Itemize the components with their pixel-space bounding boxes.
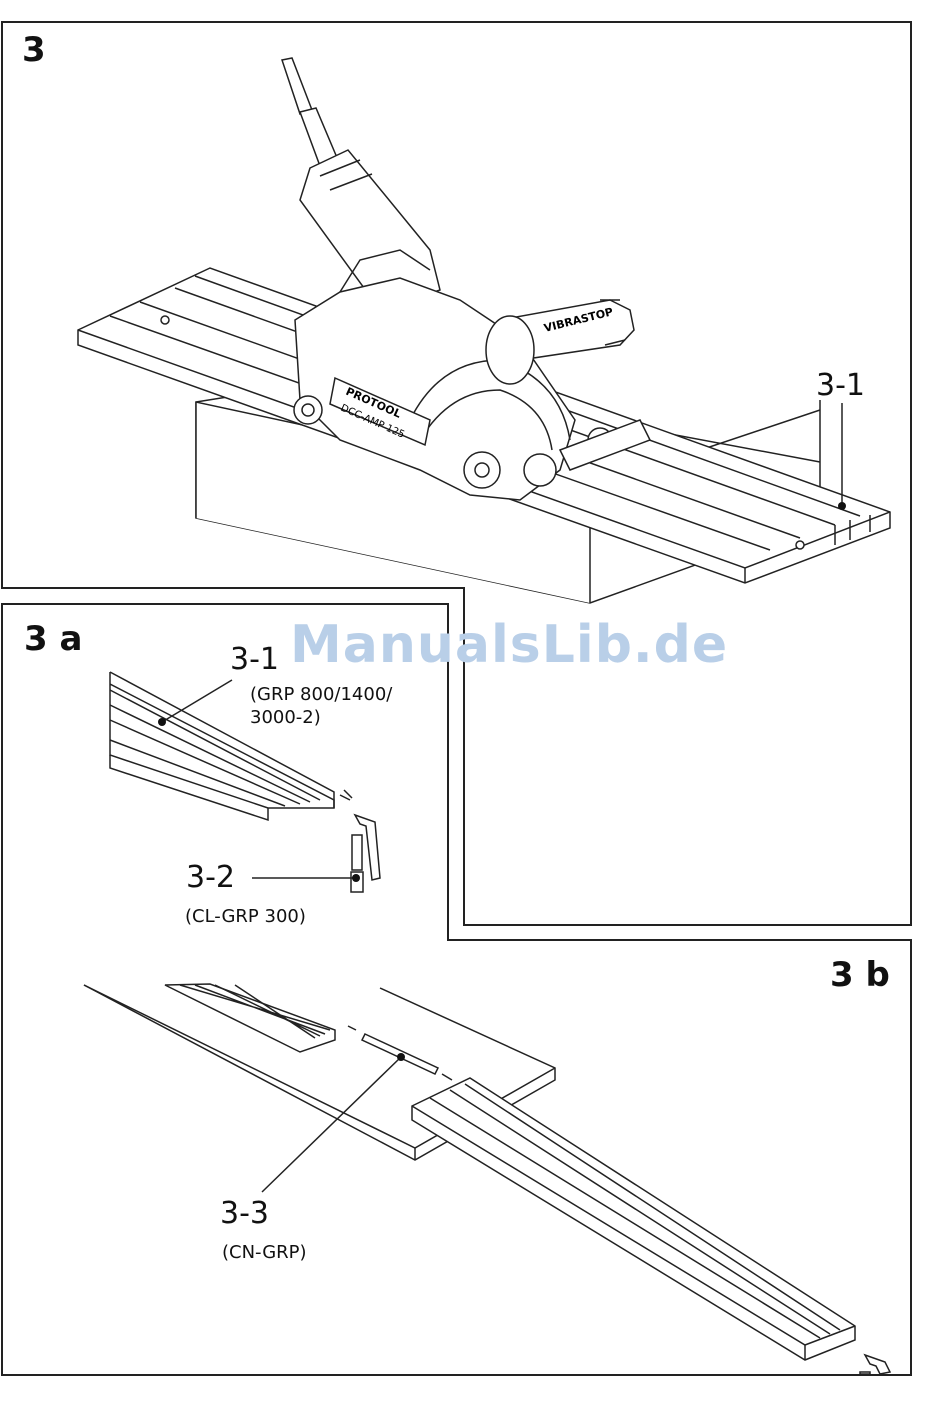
guide-rail-3b-right — [412, 1078, 855, 1360]
panel-label-3: 3 — [22, 30, 46, 70]
clamp-3a — [340, 790, 380, 892]
watermark: ManualsLib.de — [290, 615, 728, 675]
clamp-3b — [860, 1355, 890, 1374]
callout-3-2: 3-2 — [186, 860, 235, 895]
leader-3-1-a — [162, 680, 232, 722]
callout-3-1-a: 3-1 — [230, 642, 279, 677]
leader-3-1-a-dot — [158, 718, 166, 726]
callout-3-1-a-sub-1: (GRP 800/1400/ — [250, 684, 392, 706]
panel-label-3b: 3 b — [830, 955, 890, 995]
callout-3-1-top: 3-1 — [816, 368, 865, 403]
callout-3-3-sub: (CN-GRP) — [222, 1242, 307, 1264]
wall-chaser-machine — [282, 58, 650, 500]
leader-3-3-dot — [397, 1053, 405, 1061]
panel-label-3a: 3 a — [24, 619, 82, 659]
callout-3-1-a-sub-2: 3000-2) — [250, 707, 321, 729]
leader-3-1-top-dot — [838, 502, 846, 510]
callout-3-3: 3-3 — [220, 1196, 269, 1231]
leader-3-2-dot — [352, 874, 360, 882]
callout-3-2-sub: (CL-GRP 300) — [185, 906, 306, 928]
